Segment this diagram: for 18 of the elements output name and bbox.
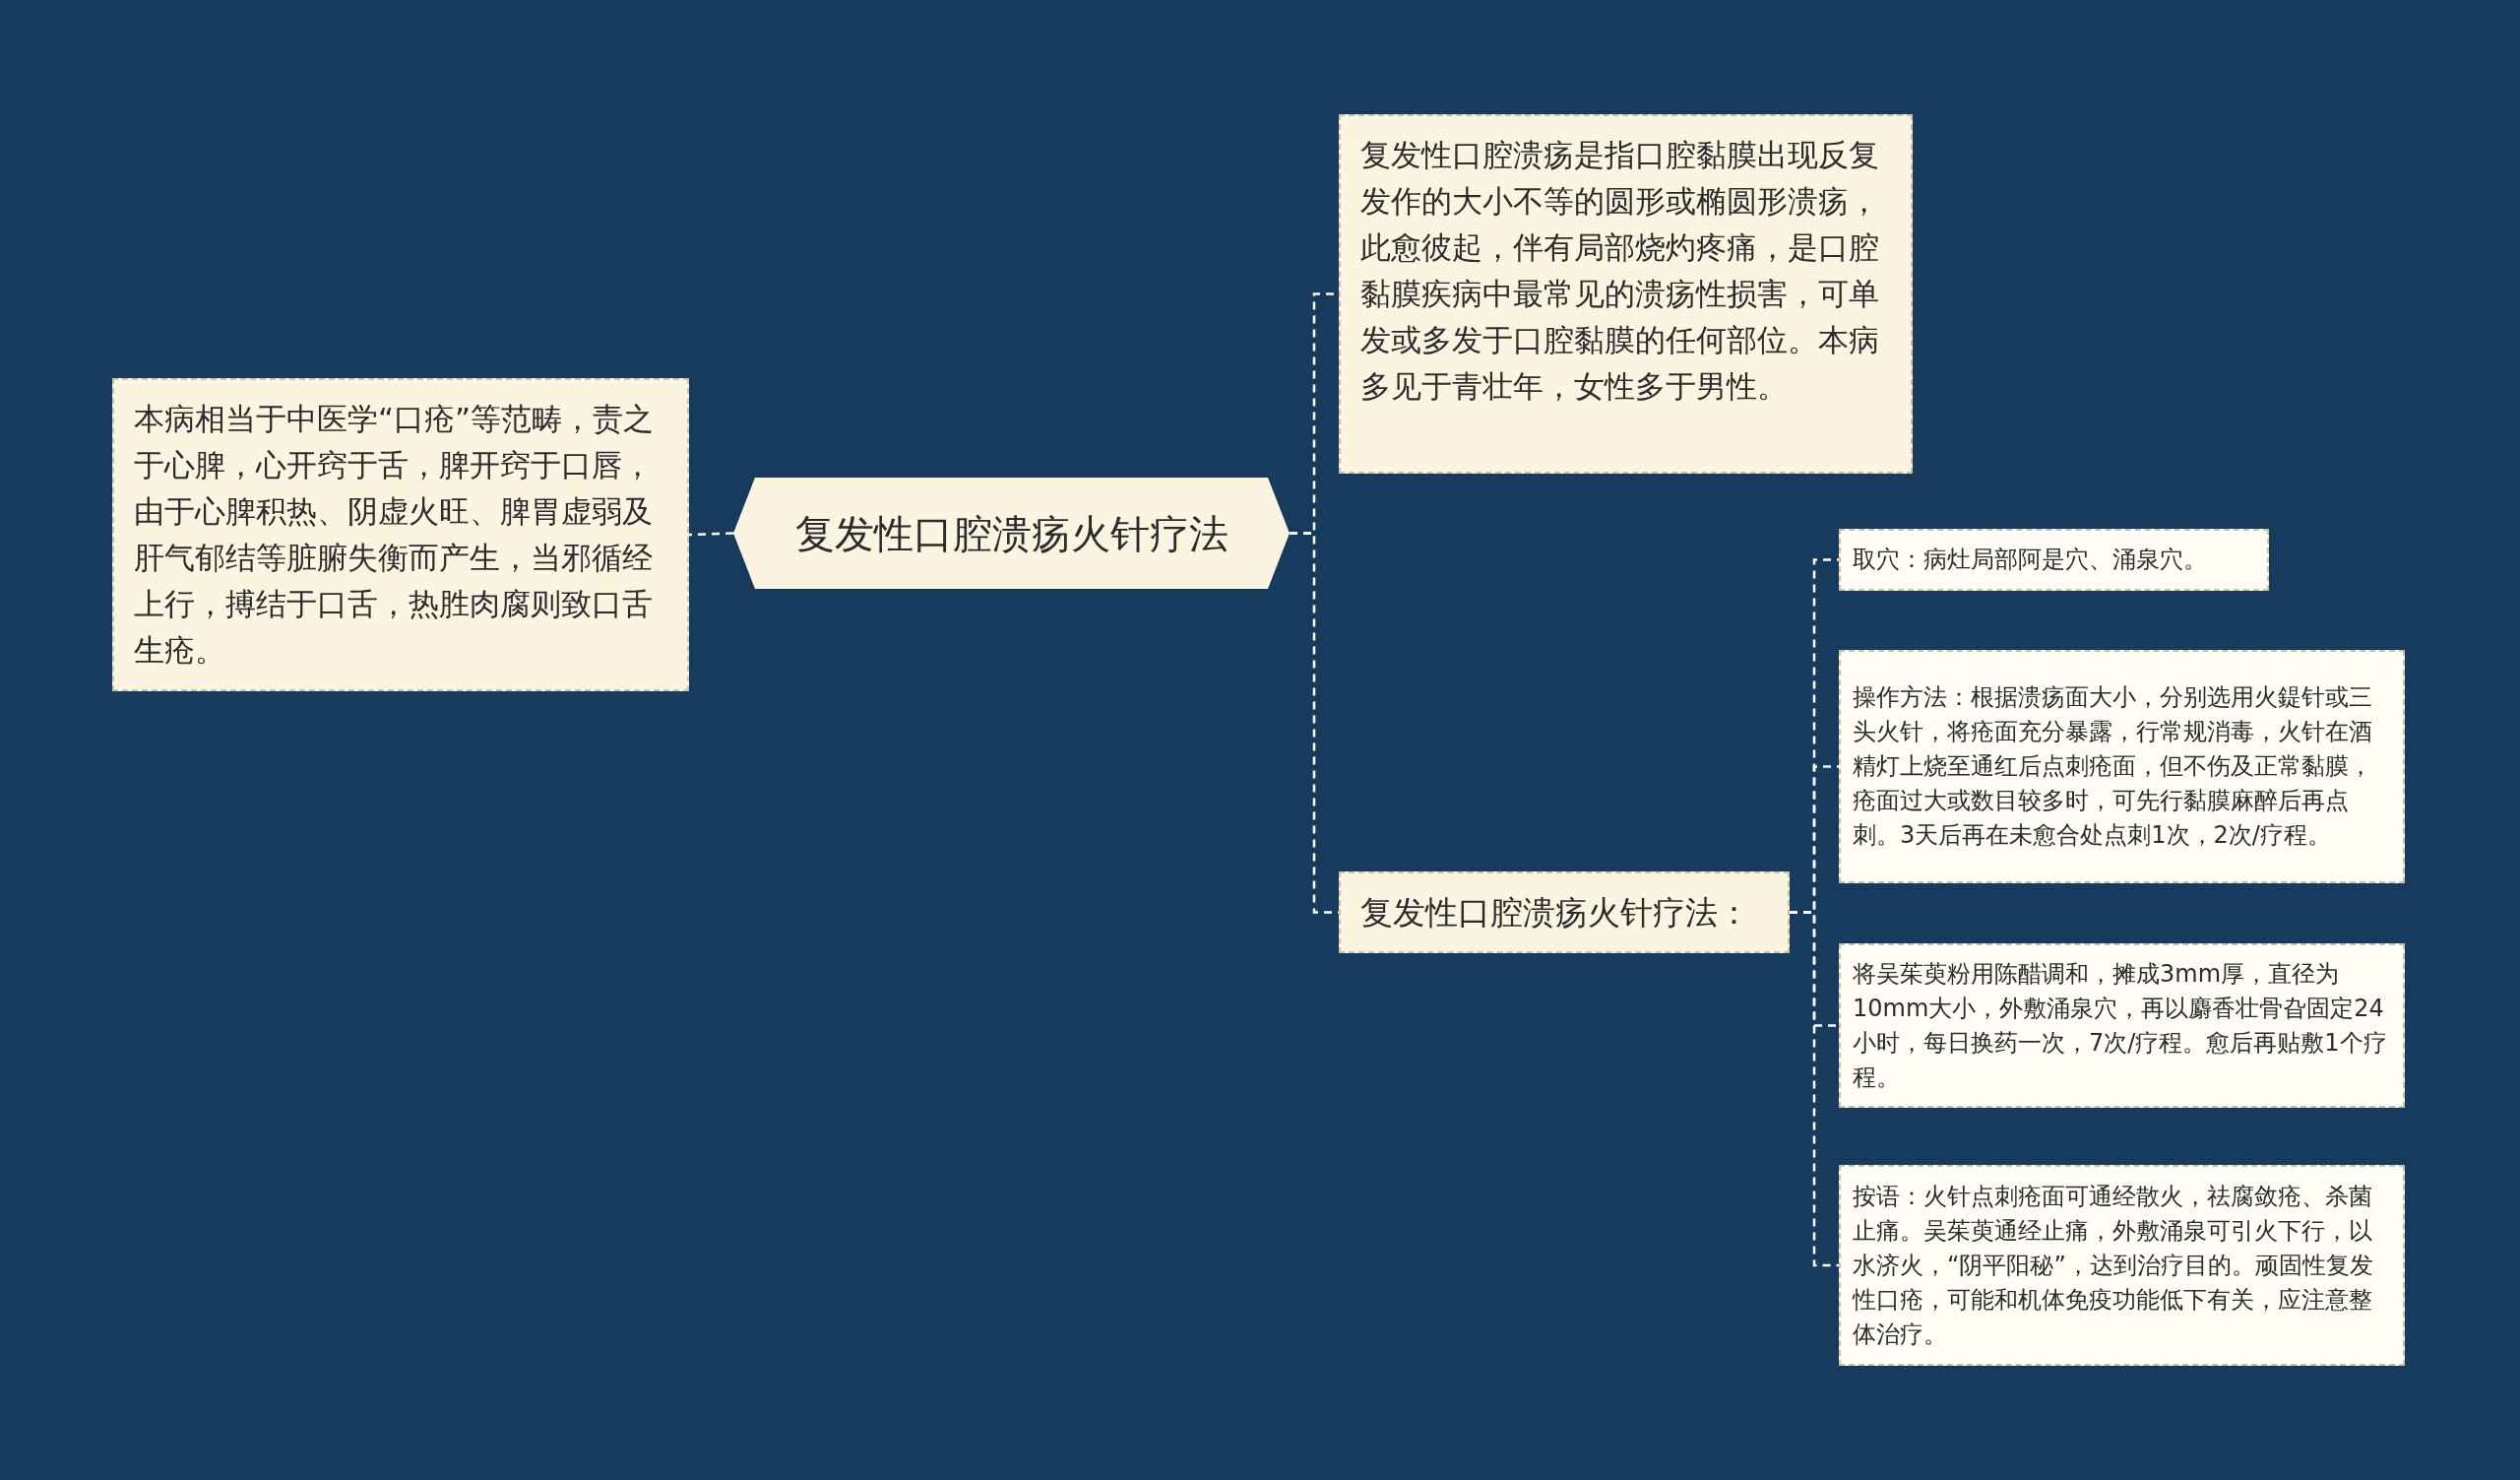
text-card <box>1339 871 1790 953</box>
connector-line <box>688 532 734 537</box>
card-text: 复发性口腔溃疡火针疗法： <box>1360 891 1750 933</box>
card-text: 复发性口腔溃疡是指口腔黏膜出现反复发作的大小不等的圆形或椭圆形溃疡，此愈彼起，伴有局部烧灼疼痛，是口腔黏膜疾病中最常见的溃疡性损害，可单发或多发于口腔黏膜的任何部位。本病多见于青壮年，女性多于男性。 <box>1360 136 1880 406</box>
topic-hexagon <box>733 478 1290 589</box>
text-card <box>1839 650 2405 883</box>
card-text: 按语：火针点刺疮面可通经散火，祛腐敛疮、杀菌止痛。吴茱萸通经止痛，外敷涌泉可引火下行，以水济火，“阴平阳秘”，达到治疗目的。顽固性复发性口疮，可能和机体免疫功能低下有关，应注意整体治疗。 <box>1853 1181 2374 1350</box>
card-text: 取穴：病灶局部阿是穴、涌泉穴。 <box>1853 545 2207 575</box>
text-card <box>1839 1165 2405 1366</box>
card-text: 将吴茱萸粉用陈醋调和，摊成3mm厚，直径为10mm大小，外敷涌泉穴，再以麝香壮骨旮固定24小时，每日换药一次，7次/疗程。愈后再贴敷1个疗程。 <box>1853 958 2388 1093</box>
text-card <box>112 378 689 691</box>
text-card <box>1839 943 2405 1108</box>
card-text: 本病相当于中医学“口疮”等范畴，责之于心脾，心开窍于舌，脾开窍于口唇，由于心脾积热、阴虚火旺、脾胃虚弱及肝气郁结等脏腑失衡而产生，当邪循经上行，搏结于口舌，热胜肉腐则致口舌生疮。 <box>134 400 656 670</box>
text-card <box>1839 529 2269 591</box>
connector-line <box>1790 911 1839 1267</box>
topic-title: 复发性口腔溃疡火针疗法 <box>794 509 1228 558</box>
card-text: 操作方法：根据溃疡面大小，分别选用火鍉针或三头火针，将疮面充分暴露，行常规消毒，火针在酒精灯上烧至通红后点刺疮面，但不伤及正常黏膜，疮面过大或数目较多时，可先行黏膜麻醉后再点刺。3天后再在未愈合处点刺1次，2次/疗程。 <box>1853 682 2373 851</box>
text-card <box>1339 114 1913 474</box>
